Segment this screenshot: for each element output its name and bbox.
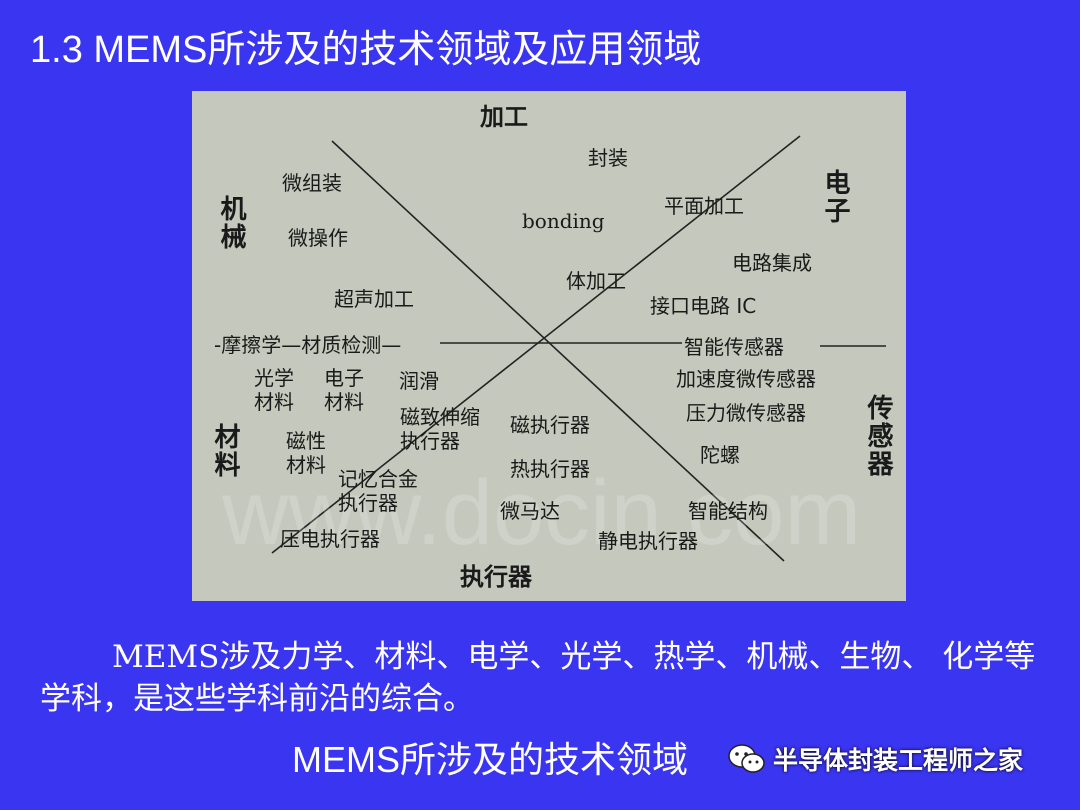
item-magnetic-actuator: 磁执行器: [510, 413, 590, 437]
item-lubrication: 润滑: [399, 369, 439, 393]
axis-label-top: 加工: [480, 103, 528, 131]
item-micro-operation: 微操作: [288, 226, 348, 250]
item-bulk-processing: 体加工: [566, 269, 626, 293]
item-micro-assembly: 微组装: [282, 171, 342, 195]
item-smart-structure: 智能结构: [688, 499, 768, 523]
item-smart-sensor: 智能传感器: [684, 335, 784, 359]
item-magnetostrictive-actuator: 磁致伸缩 执行器: [400, 405, 480, 453]
item-piezo-actuator: 压电执行器: [280, 527, 380, 551]
item-micro-motor: 微马达: [500, 499, 560, 523]
body-paragraph-text: MEMS涉及力学、材料、电学、光学、热学、机械、生物、 化学等学科，是这些学科前…: [40, 639, 1036, 717]
item-packaging: 封装: [588, 146, 628, 170]
item-planar-processing: 平面加工: [664, 194, 744, 218]
diagonal-line-1: [331, 140, 785, 562]
mems-diagram: www.docin.com 加工 执行器 机械 材料 电子 传感器 封装 微组装…: [192, 91, 906, 601]
slide-title: 1.3 MEMS所涉及的技术领域及应用领域: [30, 29, 702, 71]
body-paragraph: MEMS涉及力学、材料、电学、光学、热学、机械、生物、 化学等学科，是这些学科前…: [40, 636, 1040, 720]
item-pressure-sensor: 压力微传感器: [686, 401, 806, 425]
watermark: www.docin.com: [222, 462, 862, 564]
axis-label-left-bottom: 材料: [210, 423, 240, 479]
diagram-caption: MEMS所涉及的技术领域: [292, 739, 689, 780]
item-optical-material: 光学 材料: [254, 366, 294, 414]
item-ultrasonic-processing: 超声加工: [334, 287, 414, 311]
axis-label-bottom: 执行器: [460, 563, 532, 591]
axis-label-left-top: 机械: [216, 195, 246, 251]
item-accelerometer: 加速度微传感器: [676, 367, 816, 391]
item-circuit-integration: 电路集成: [732, 251, 812, 275]
axis-label-right-bottom: 传感器: [863, 394, 893, 478]
diagram-lines: [271, 135, 886, 562]
item-tribology-material-testing: -摩擦学—材质检测—: [214, 333, 402, 357]
item-electrostatic-actuator: 静电执行器: [598, 529, 698, 553]
item-bonding: bonding: [522, 209, 605, 233]
item-gyroscope: 陀螺: [700, 443, 740, 467]
item-memory-alloy-actuator: 记忆合金 执行器: [338, 467, 418, 515]
wechat-icon: [728, 744, 765, 773]
item-thermal-actuator: 热执行器: [510, 457, 590, 481]
item-electronic-material: 电子 材料: [324, 366, 364, 414]
item-magnetic-material: 磁性 材料: [286, 429, 326, 477]
axis-label-right-top: 电子: [820, 169, 850, 225]
brand-watermark: 半导体封装工程师之家: [727, 741, 1023, 777]
diagonal-line-2: [271, 135, 801, 554]
item-interface-circuit: 接口电路 IC: [650, 294, 757, 318]
brand-text: 半导体封装工程师之家: [773, 746, 1024, 775]
